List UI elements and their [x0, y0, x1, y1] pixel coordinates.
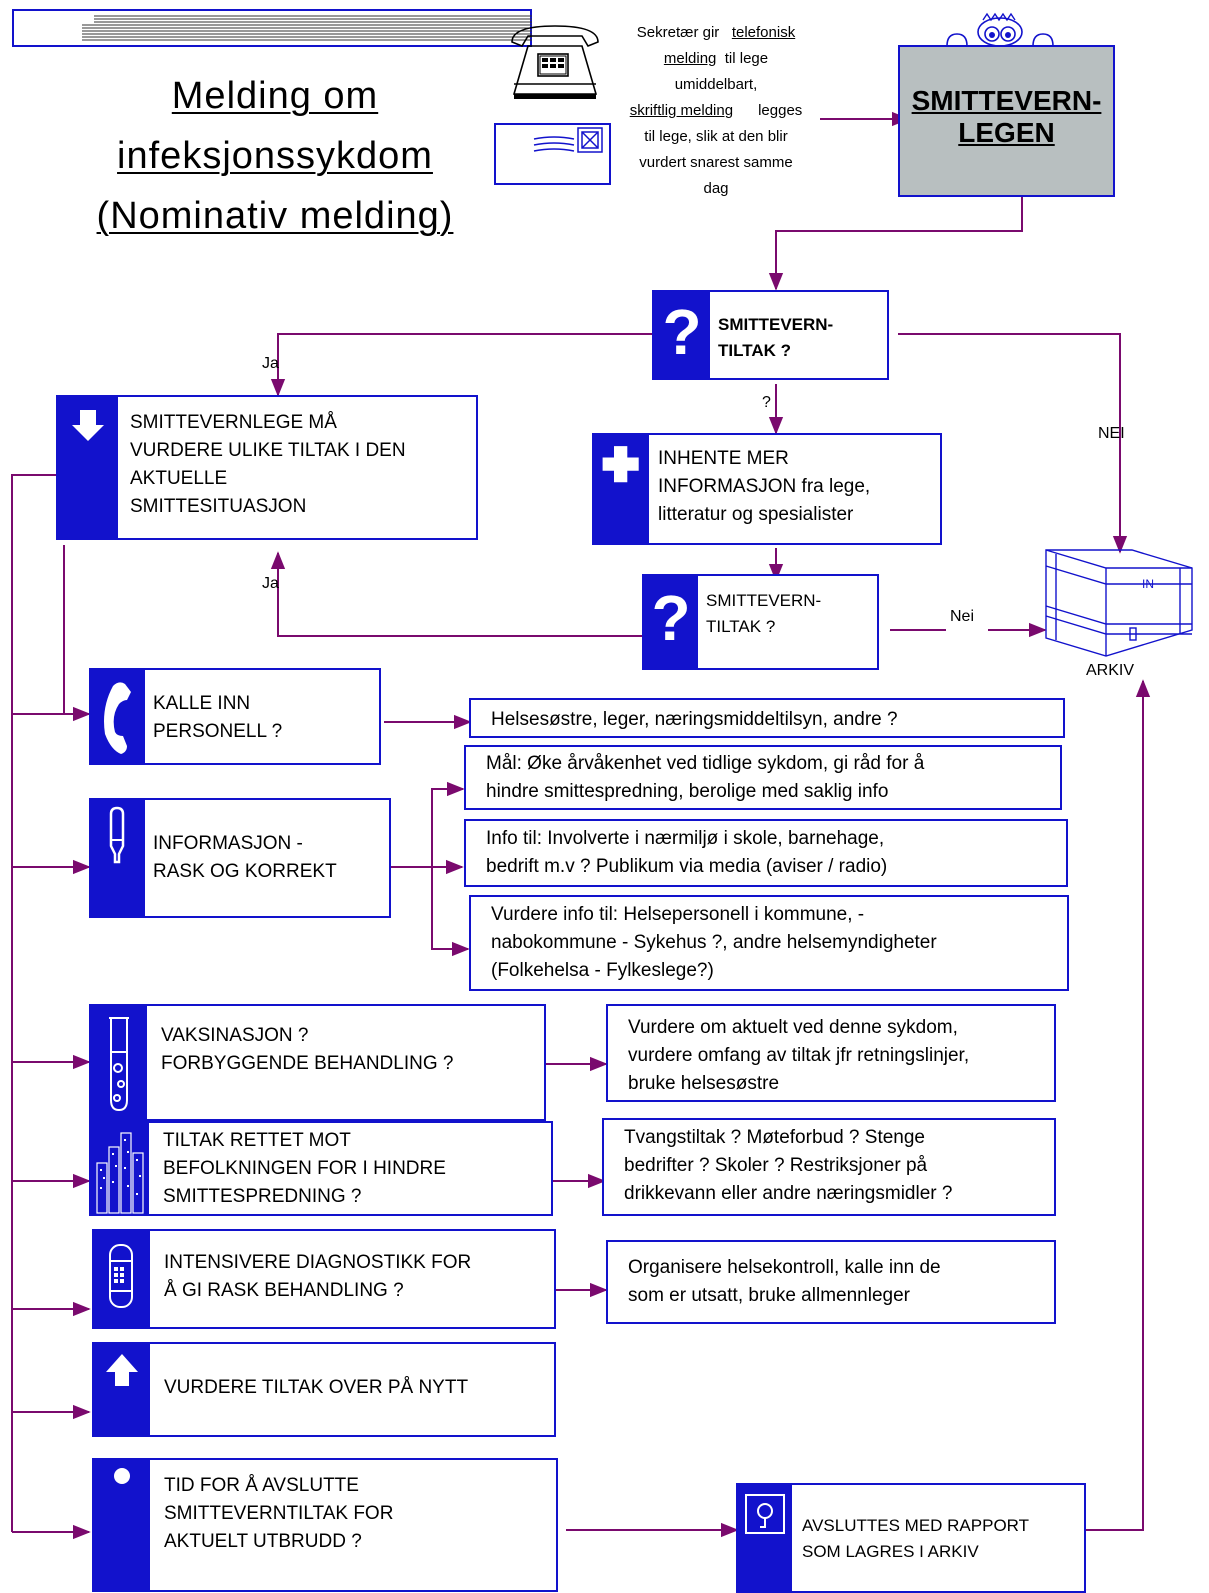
svg-text:?: ?	[651, 582, 690, 654]
ja-label-1: Ja	[262, 355, 279, 372]
vurdere-tiltak-box: SMITTEVERNLEGE MÅ VURDERE ULIKE TILTAK I…	[56, 395, 478, 540]
archive-tray-icon: IN	[1045, 549, 1193, 657]
envelope-icon	[494, 123, 611, 185]
notification-note: Sekretær gir telefonisk melding til lege…	[629, 24, 803, 197]
step-tiltak-befolkningen: TILTAK RETTET MOT BEFOLKNINGEN FOR I HIN…	[89, 1121, 553, 1216]
question-box-smittevern-1: ? SMITTEVERN- TILTAK ?	[652, 290, 889, 380]
inhente-informasjon-label: INHENTE MER INFORMASJON fra lege, litter…	[658, 448, 871, 525]
step-7-label: TID FOR Å AVSLUTTE SMITTEVERNTILTAK FOR …	[164, 1475, 394, 1552]
step-intensivere-diagnostikk: INTENSIVERE DIAGNOSTIKK FOR Å GI RASK BE…	[92, 1229, 556, 1329]
report-icon	[745, 1494, 785, 1534]
nei-label-2: Nei	[950, 608, 975, 625]
step-2-label: INFORMASJON - RASK OG KORREKT	[153, 833, 337, 882]
pen-icon	[109, 806, 125, 864]
step-tid-for-avslutte: TID FOR Å AVSLUTTE SMITTEVERNTILTAK FOR …	[92, 1458, 558, 1592]
step-vurdere-pa-nytt: VURDERE TILTAK OVER PÅ NYTT	[92, 1342, 556, 1437]
step-6-label: VURDERE TILTAK OVER PÅ NYTT	[164, 1377, 469, 1398]
tray-in-label: IN	[1142, 577, 1154, 591]
detail-personell: Helsesøstre, leger, næringsmiddeltilsyn,…	[469, 698, 1065, 738]
page-title: Melding om infeksjonssykdom (Nominativ m…	[96, 75, 454, 237]
header-bar	[12, 9, 532, 47]
detail-diagnostikk: Organisere helsekontroll, kalle inn de s…	[606, 1240, 1056, 1324]
plus-icon	[602, 446, 639, 483]
step-3-label: VAKSINASJON ? FORBYGGENDE BEHANDLING ?	[161, 1025, 454, 1074]
smittevernlegen-label: SMITTEVERN- LEGEN	[911, 85, 1102, 148]
face-icon	[946, 12, 1054, 47]
step-vaksinasjon: VAKSINASJON ? FORBYGGENDE BEHANDLING ?	[89, 1004, 546, 1121]
smittevernlegen-box: SMITTEVERN- LEGEN	[898, 45, 1115, 197]
detail-info-mal: Mål: Øke årvåkenhet ved tidlige sykdom, …	[464, 745, 1062, 810]
striped-logo	[82, 15, 532, 41]
detail-vaksinasjon: Vurdere om aktuelt ved denne sykdom, vur…	[606, 1004, 1056, 1102]
detail-info-til: Info til: Involverte i nærmiljø i skole,…	[464, 819, 1068, 887]
step-4-label: TILTAK RETTET MOT BEFOLKNINGEN FOR I HIN…	[163, 1130, 446, 1207]
question-1-label: SMITTEVERN- TILTAK ?	[718, 315, 834, 360]
avsluttes-rapport-box: AVSLUTTES MED RAPPORT SOM LAGRES I ARKIV	[736, 1483, 1086, 1593]
svg-text:?: ?	[662, 296, 701, 368]
rapport-label: AVSLUTTES MED RAPPORT SOM LAGRES I ARKIV	[802, 1516, 1030, 1561]
vurdere-tiltak-label: SMITTEVERNLEGE MÅ VURDERE ULIKE TILTAK I…	[130, 412, 406, 517]
city-icon	[96, 1132, 144, 1214]
detail-tiltak: Tvangstiltak ? Møteforbud ? Stenge bedri…	[602, 1118, 1056, 1216]
down-arrow-icon	[72, 410, 104, 441]
nei-label-1: NEI	[1098, 425, 1125, 442]
question-2-label: SMITTEVERN- TILTAK ?	[706, 591, 822, 636]
phone-icon	[104, 682, 131, 754]
question-mark-icon: ?	[662, 296, 701, 368]
step-kalle-inn-personell: KALLE INN PERSONELL ?	[89, 668, 381, 765]
step-5-label: INTENSIVERE DIAGNOSTIKK FOR Å GI RASK BE…	[164, 1252, 472, 1301]
arkiv-label: ARKIV	[1086, 662, 1135, 679]
ja-label-2: Ja	[262, 575, 279, 592]
up-arrow-icon	[106, 1354, 138, 1386]
step-1-label: KALLE INN PERSONELL ?	[153, 693, 283, 742]
test-tube-icon	[109, 1017, 129, 1112]
detail-vurdere-info: Vurdere info til: Helsepersonell i kommu…	[469, 895, 1069, 991]
telephone-icon	[511, 25, 599, 99]
question-box-smittevern-2: ? SMITTEVERN- TILTAK ?	[642, 574, 879, 670]
step-informasjon: INFORMASJON - RASK OG KORREKT	[89, 798, 391, 918]
inhente-informasjon-box: INHENTE MER INFORMASJON fra lege, litter…	[592, 433, 942, 545]
dot-icon	[114, 1468, 130, 1484]
device-icon	[109, 1244, 133, 1308]
question-label: ?	[762, 394, 771, 411]
question-mark-icon: ?	[651, 582, 690, 654]
